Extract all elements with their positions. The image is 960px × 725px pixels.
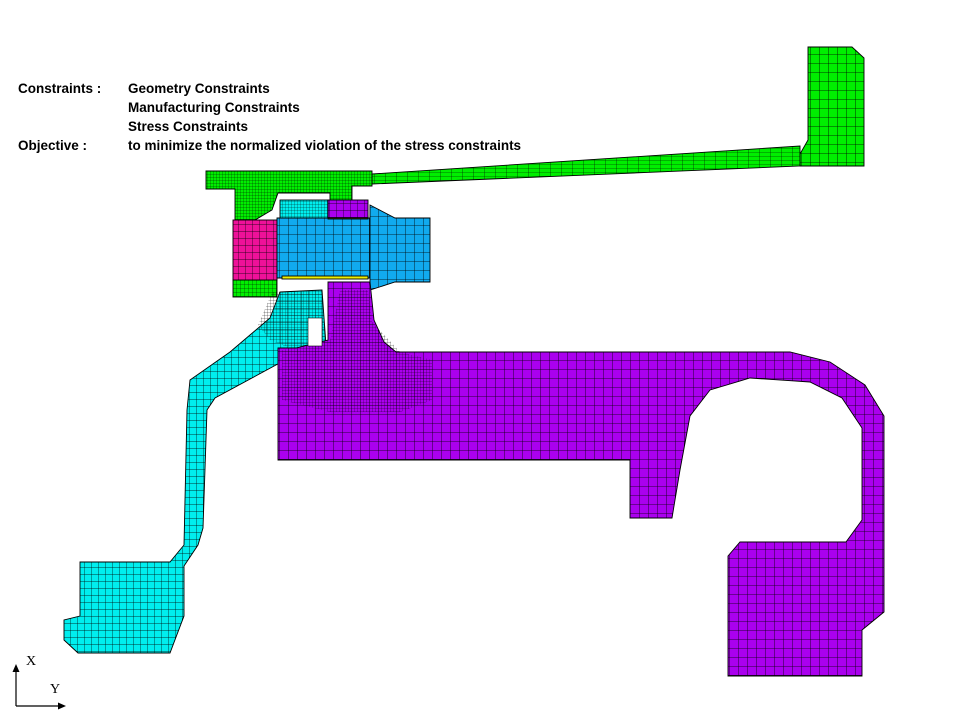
x-axis-label: X xyxy=(26,654,37,669)
y-axis-label: Y xyxy=(50,682,61,697)
constraint-stress: Stress Constraints xyxy=(128,119,249,134)
objective-label: Objective : xyxy=(18,138,88,153)
constraint-manufacturing: Manufacturing Constraints xyxy=(128,100,300,115)
casing-part xyxy=(205,46,865,298)
objective-text: to minimize the normalized violation of … xyxy=(128,138,522,153)
disk-slot xyxy=(307,317,323,347)
arm-part xyxy=(63,199,329,654)
constraints-label: Constraints : xyxy=(18,81,102,96)
disk-part xyxy=(277,199,885,677)
constraint-geometry: Geometry Constraints xyxy=(128,81,270,96)
axis-triad xyxy=(12,664,66,710)
magenta-insert xyxy=(232,219,278,281)
